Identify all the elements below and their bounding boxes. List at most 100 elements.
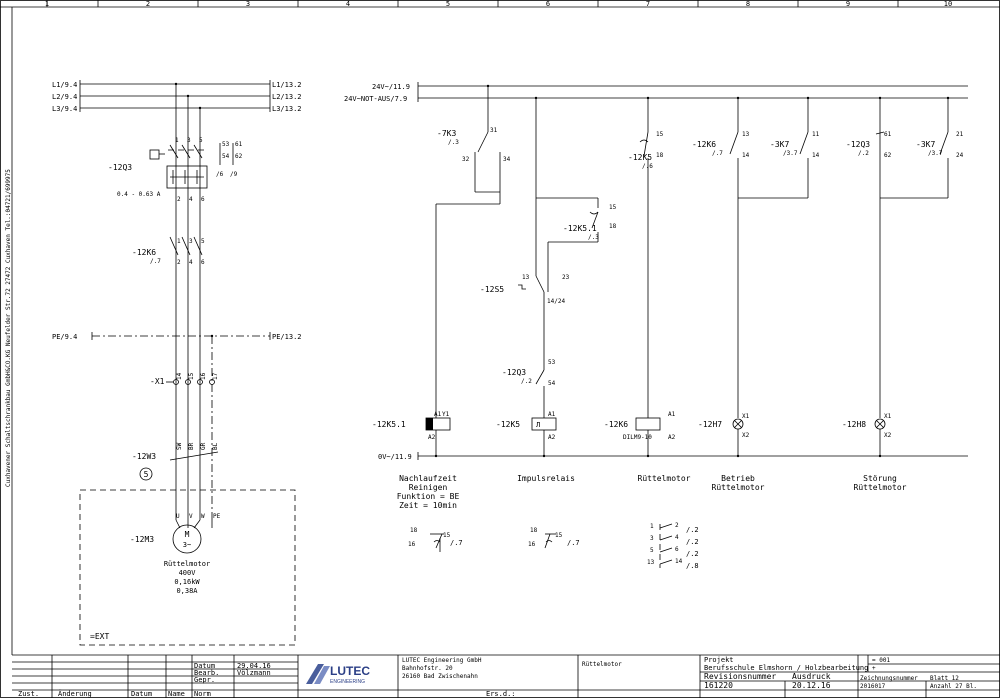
tb-label: Revisionsnummer [704,672,776,681]
contact-number: 11 [812,131,820,138]
function-description: Rüttelmotor [638,474,691,483]
device-ref: /.2 [521,378,532,385]
coil-terminal: A1 [548,411,556,418]
device-label: -12H8 [842,420,866,429]
xref-number: 15 [555,532,563,539]
aux-ref: /6 [216,171,224,178]
xref-ref: /.2 [686,550,699,558]
sheet-count: Anzahl 27 Bl. [930,683,977,690]
xref-number: 4 [675,534,679,541]
xref-number: 18 [530,527,538,534]
pe-label: PE/9.4 [52,333,77,341]
terminal-number: 4 [189,259,193,266]
aux-number: 53 [222,141,230,148]
terminal-number: 1 [177,238,181,245]
plus-indicator: + [872,665,876,672]
contact-number: 14 [812,152,820,159]
xref-number: 18 [410,527,418,534]
terminal-number: 4 [189,196,193,203]
function-description: Zeit = 10min [399,501,457,510]
xref-number: 5 [650,547,654,554]
motor-data: 0,16kW [174,578,200,586]
device-label: -X1 [150,377,165,386]
coil-terminal: Y1 [442,411,450,418]
contact-number: 18 [656,152,664,159]
coil-terminal: A1 [668,411,676,418]
core-label: SW [176,442,183,450]
contact-number: 61 [884,131,892,138]
device-label: -12Q3 [108,163,132,172]
contact-number: 15 [656,131,664,138]
core-label: GR [200,442,207,450]
revision-number: 161220 [704,681,733,690]
motor-symbol: 3~ [183,541,191,549]
column-number: 1 [45,0,49,8]
xref-ref: /.7 [450,539,463,547]
device-ref: /.7 [150,258,161,265]
function-description: Rüttelmotor [712,483,765,492]
logo-sub: ENGINEERING [330,679,365,685]
device-label: -3K7 [770,140,789,149]
device-label: -7K3 [437,129,456,138]
tb-label: Ers.d.: [486,690,516,698]
tb-label: Datum [194,662,215,670]
sheet-title: Rüttelmotor [582,661,622,668]
column-number: 9 [846,0,850,8]
contact-xref-k6: 1 2 /.2 3 4 /.2 5 6 /.2 13 14 /.8 [647,522,699,570]
tb-label: Projekt [704,656,734,664]
contact-number: 14/24 [547,298,565,305]
coil-type: DILM9-10 [623,434,652,441]
device-label: -12Q3 [502,368,526,377]
xref-number: 16 [528,541,536,548]
tb-header: Zust. [18,690,39,698]
pe-label: PE/13.2 [272,333,302,341]
device-ref: /.3 [448,139,459,146]
contact-number: 18 [609,223,617,230]
control-circuit: 24V~/11.9 24V~NOT-AUS/7.9 0V~/11.9 31 32… [344,82,968,570]
column-number: 7 [646,0,650,8]
device-label: -12K6 [692,140,716,149]
contact-number: 24 [956,152,964,159]
terminal-number: 2 [177,259,181,266]
terminal-number: 3 [187,137,191,144]
device-label: -12W3 [132,452,156,461]
function-description: Nachlaufzeit [399,474,457,483]
contact-number: 13 [742,131,750,138]
xref-ref: /.2 [686,538,699,546]
terminal-number: 5 [201,238,205,245]
contact-number: 21 [956,131,964,138]
core-label: BL [212,442,219,450]
xref-number: 6 [675,546,679,553]
device-label: -12H7 [698,420,722,429]
contact-xref-k5: 18 15 16 /.7 [528,527,580,549]
device-label: -12K5 [496,420,520,429]
function-description: Betrieb [721,474,755,483]
tb-header: Norm [194,690,211,698]
bus-label: L3/13.2 [272,105,302,113]
xref-ref: /.7 [567,539,580,547]
aux-ref: /9 [230,171,238,178]
column-numbers: 1 2 3 4 5 6 7 8 9 10 [45,0,952,8]
tb-header: Name [168,690,185,698]
motor-name: Rüttelmotor [164,560,210,568]
lamp-terminal: X2 [742,432,750,439]
lamp-terminal: X1 [742,413,750,420]
terminal-number: 17 [212,372,219,380]
xref-number: 14 [675,558,683,565]
contact-number: 54 [548,380,556,387]
tb-header: Datum [131,690,152,698]
company-line: Bahnhofstr. 20 [402,665,453,672]
xref-ref: /.8 [686,562,699,570]
tb-label: Gepr. [194,676,215,684]
bus-label: L2/13.2 [272,93,302,101]
core-label: BR [188,442,195,450]
impulse-glyph: Л [536,421,540,429]
motor-symbol: M [185,530,190,539]
coil-terminal: A2 [548,434,556,441]
bus-label: L2/9.4 [52,93,77,101]
tb-header: Änderung [58,689,92,698]
device-ref: /.2 [858,150,869,157]
contact-number: 34 [503,156,511,163]
